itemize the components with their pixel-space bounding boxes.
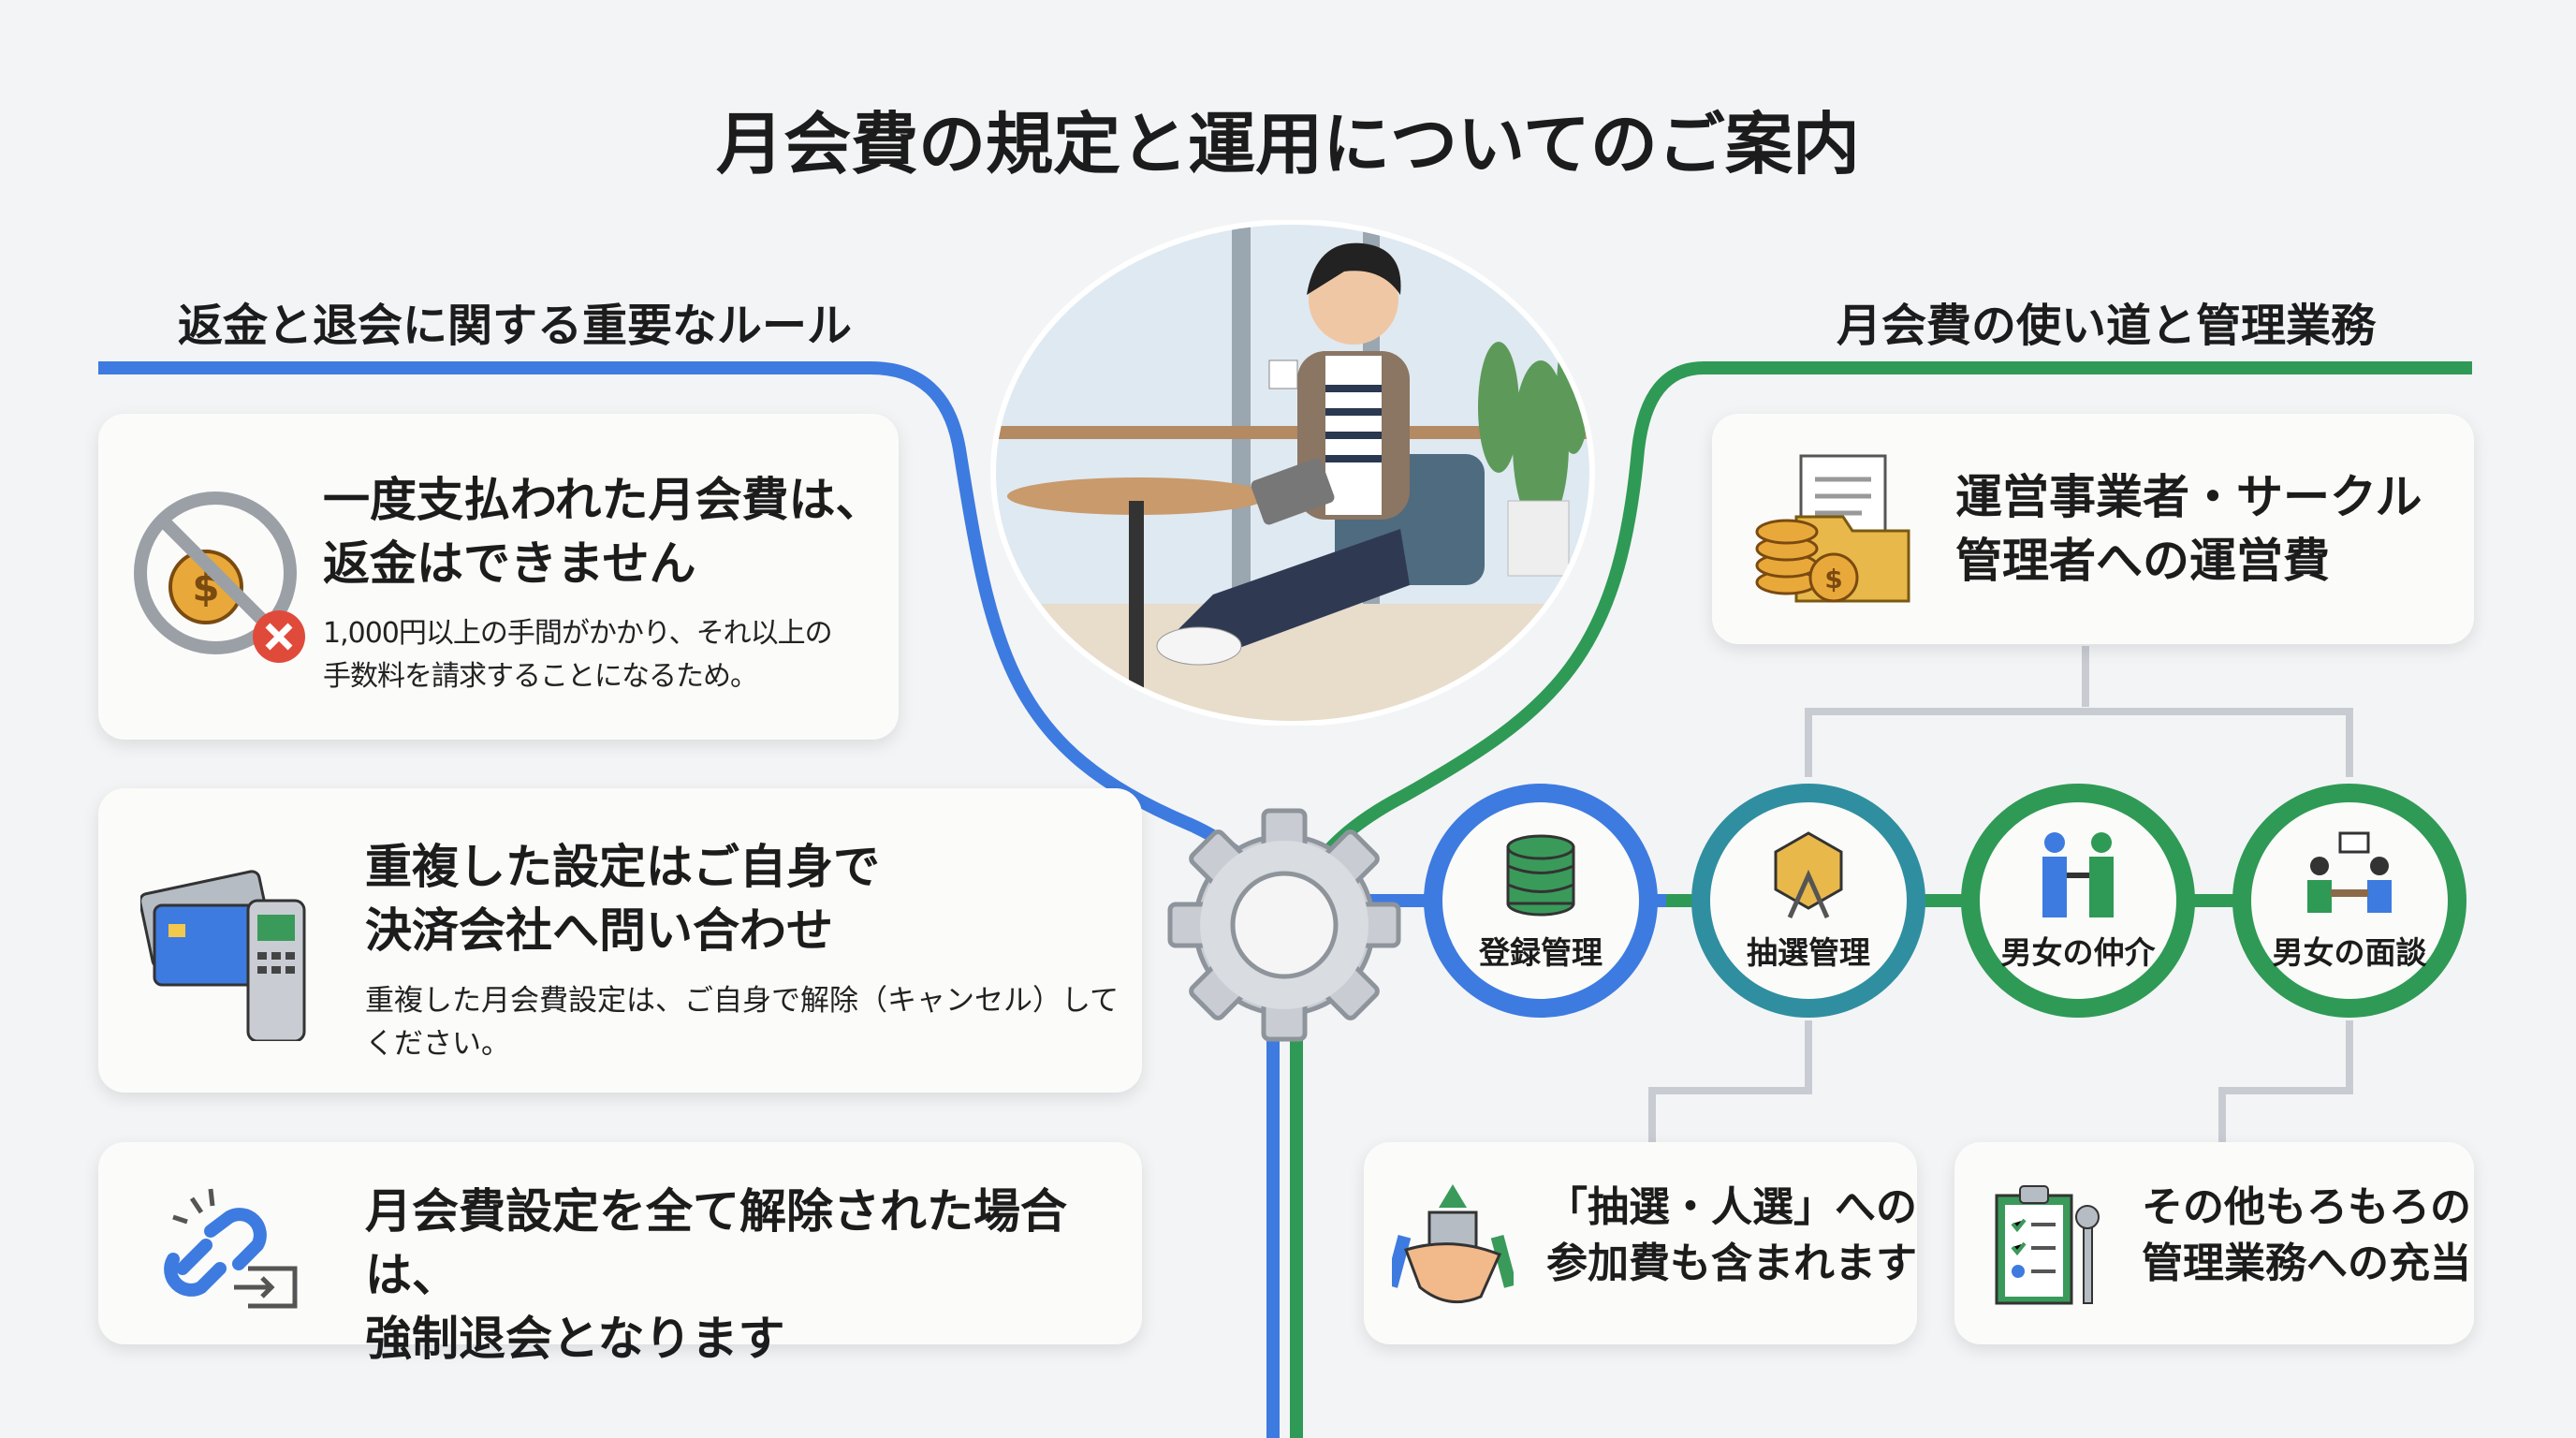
circle-label: 登録管理 [1479,934,1603,971]
page-title: 月会費の規定と運用についてのご案内 [716,105,1860,183]
card-title: 一度支払われた月会費は、 返金はできません [323,473,883,591]
other-management-card: その他もろもろの 管理業務への充当 [1954,1142,2474,1344]
left-section-heading: 返金と退会に関する重要なルール [178,300,853,352]
clipboard-wrench-icon [1995,1185,2100,1305]
svg-text:$: $ [1824,564,1842,594]
card-description: 重複した月会費設定は、ご自身で解除（キャンセル）して ください。 [365,984,1120,1061]
card-title: 「抽選・人選」への 参加費も含まれます [1546,1183,1917,1287]
lottery-fee-card: 「抽選・人選」への 参加費も含まれます [1364,1142,1917,1344]
circle-label: 抽選管理 [1747,934,1870,971]
card-title: その他もろもろの 管理業務への充当 [2142,1183,2471,1287]
card-title: 月会費設定を全て解除された場合は、 強制退会となります [365,1184,1067,1366]
meeting-icon [2307,831,2392,913]
no-refund-coin-icon: $ [134,492,305,663]
rule-card-forced-withdrawal: 月会費設定を全て解除された場合は、 強制退会となります [98,1142,1142,1366]
circle-label: 男女の面談 [2272,934,2427,971]
circle-label: 男女の仲介 [2000,934,2156,971]
rule-card-duplicate-setting: 重複した設定はご自身で 決済会社へ問い合わせ 重複した月会費設定は、ご自身で解除… [98,788,1142,1093]
cafe-illustration [990,220,1595,726]
handshake-ballot-icon [1392,1184,1514,1304]
gear-icon [1167,808,1401,1042]
operating-cost-card: $ 運営事業者・サークル 管理者への運営費 [1712,414,2474,644]
card-description: 1,000円以上の手間がかかり、それ以上の 手数料を請求することになるため。 [323,617,833,693]
circle-matchmaking: 男女の仲介 [1961,784,2195,1018]
circle-registration-management: 登録管理 [1424,784,1658,1018]
people-handshake-icon [2042,832,2114,917]
circle-lottery-management: 抽選管理 [1691,784,1925,1018]
coins-folder-icon: $ [1755,454,1910,603]
rule-card-no-refund: $ 一度支払われた月会費は、 返金はできません 1,000円以上の手間がかかり、… [98,414,899,740]
card-title: 重複した設定はご自身で 決済会社へ問い合わせ [365,840,880,958]
database-icon [1506,834,1575,917]
credit-card-terminal-icon [140,870,306,1041]
lottery-machine-icon [1774,831,1843,919]
right-section-heading: 月会費の使い道と管理業務 [1837,300,2377,352]
circle-interview: 男女の面談 [2232,784,2466,1018]
broken-link-exit-icon [164,1188,298,1309]
card-title: 運営事業者・サークル 管理者への運営費 [1955,470,2422,588]
